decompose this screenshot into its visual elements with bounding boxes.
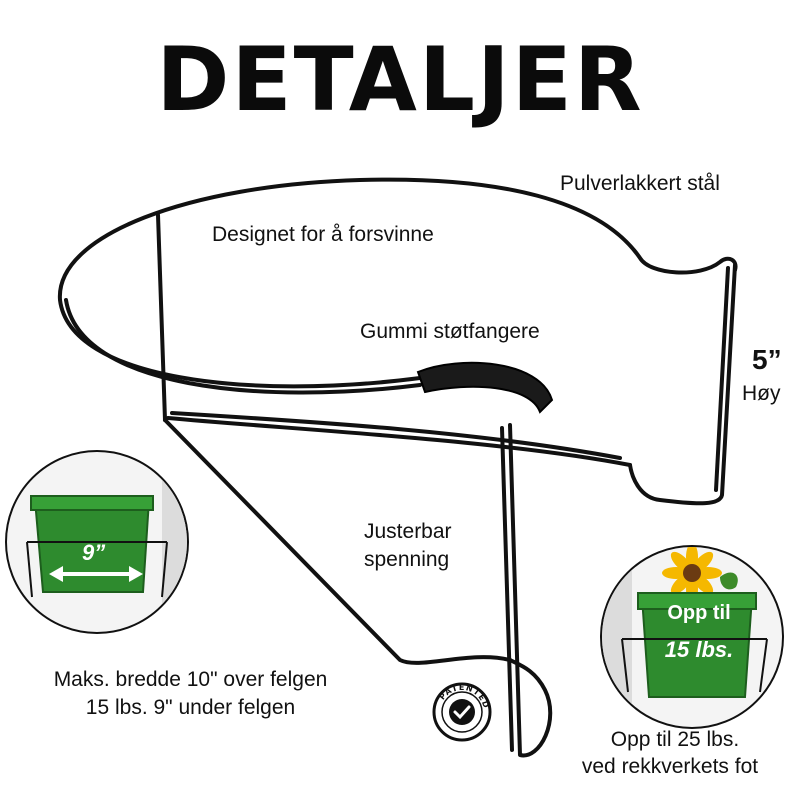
inner-ring (64, 298, 422, 395)
front-leg-2 (500, 426, 514, 752)
label-foot-1: Opp til 25 lbs. (610, 728, 740, 751)
height-value: 5” (752, 344, 782, 375)
badge-seal: PATENTED (432, 682, 492, 742)
right-vertical-2 (714, 266, 730, 492)
label-adjustable-1: Justerbar (364, 520, 452, 543)
right-inset-circle: Opp til 15 lbs. (600, 545, 784, 729)
weight-line-2: 15 lbs. (664, 637, 734, 662)
pot-width-illustration (26, 452, 187, 632)
label-foot-2: ved rekkverkets fot (581, 755, 759, 778)
label-max-width-2: 15 lbs. 9" under felgen (85, 696, 296, 719)
front-leg (508, 423, 553, 758)
page-title: DETALJER (156, 28, 644, 131)
label-adjustable-2: spenning (364, 548, 450, 571)
patented-badge: PATENTED (432, 682, 492, 742)
label-powder-coated: Pulverlakkert stål (560, 172, 720, 195)
lower-bar-2 (170, 411, 622, 460)
rubber-bumper (416, 361, 554, 414)
label-rubber-bumpers: Gummi støtfangere (360, 320, 540, 343)
height-label: Høy (742, 382, 781, 405)
pot-width-dimension: 9” (82, 540, 106, 565)
checkmark-icon (453, 705, 471, 720)
sunflower-icon (662, 547, 738, 603)
label-max-width-1: Maks. bredde 10" over felgen (53, 668, 328, 691)
left-vertical (156, 213, 167, 422)
lower-bar (166, 416, 632, 467)
left-inset-circle: 9” (5, 450, 189, 634)
weight-line-1: Opp til (667, 602, 731, 624)
label-designed-disappear: Designet for å forsvinne (212, 223, 434, 246)
right-vertical (628, 263, 737, 506)
diagonal-leg (163, 418, 512, 665)
pot-weight-illustration (602, 547, 768, 727)
